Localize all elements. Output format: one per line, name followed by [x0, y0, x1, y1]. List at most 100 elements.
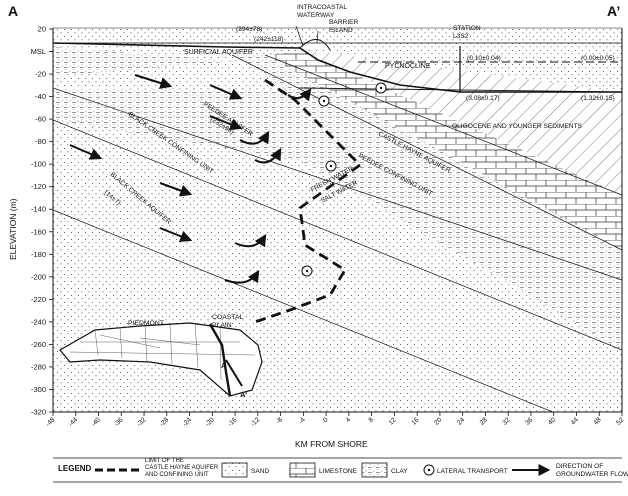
freshwater-saltwater-interface — [254, 78, 363, 324]
groundwater-flow-arrow-icon — [254, 147, 282, 164]
county-grid — [69, 322, 256, 381]
x-tick-label: 32 — [501, 416, 511, 426]
x-tick-label: 28 — [479, 416, 489, 426]
section-label-a-prime: A’ — [607, 3, 620, 19]
y-tick-label: -140 — [31, 205, 46, 214]
y-tick-label: -220 — [31, 295, 46, 304]
groundwater-flow-arrow-icon — [134, 74, 173, 89]
y-tick-label: -240 — [31, 317, 46, 326]
x-tick-label: 12 — [388, 416, 398, 426]
limit-label-line: LIMIT OF THE — [145, 458, 184, 464]
groundwater-flow-arrow-icon — [159, 227, 193, 243]
legend-clay: CLAY — [391, 468, 408, 475]
x-tick-label: 20 — [433, 416, 443, 426]
inset-label-a: A — [221, 361, 227, 370]
legend-lateral: LATERAL TRANSPORT — [437, 468, 508, 475]
legend-title: LEGEND — [58, 464, 92, 473]
groundwater-flow-arrow-icon — [209, 84, 243, 100]
limit-label-line: AND CONFINING UNIT — [145, 472, 209, 478]
top-clay — [53, 47, 250, 76]
intracoastal-label-line: INTRACOASTAL — [297, 4, 347, 11]
y-tick-label: -260 — [31, 340, 46, 349]
groundwater-flow-arrow-icon — [239, 130, 270, 145]
x-tick-label: -4 — [298, 416, 307, 425]
x-tick-label: -48 — [45, 416, 57, 428]
section-label-a: A — [8, 3, 18, 19]
lateral-transport-icon — [301, 265, 313, 277]
castle-hayne-aquifer — [265, 52, 622, 250]
coastal-label-line: PLAIN — [212, 322, 232, 329]
x-tick-label: -36 — [113, 416, 125, 428]
groundwater-flow-arrow-icon — [159, 182, 193, 197]
direction-label-line: GROUNDWATER FLOW — [556, 471, 628, 478]
y-tick-label: -200 — [31, 272, 46, 281]
x-tick-label: -24 — [181, 416, 193, 428]
axes: 20MSL-20-40-60-80-100-120-140-160-180-20… — [31, 25, 626, 450]
y-tick-label: -60 — [35, 115, 46, 124]
y-tick-label: -280 — [31, 362, 46, 371]
groundwater-flow-arrow-icon — [209, 115, 243, 131]
station-label-line: STATION — [453, 25, 481, 32]
intracoastal-label-line: WATERWAY — [297, 12, 335, 19]
geologic-layers — [53, 28, 622, 412]
fall-line — [208, 323, 232, 397]
clay-swatch — [361, 462, 388, 478]
x-tick-label: 52 — [615, 416, 625, 426]
x-tick-label: 40 — [547, 416, 557, 426]
limit-label-line: CASTLE HAYNE AQUIFER — [145, 465, 219, 471]
x-axis-title: KM FROM SHORE — [295, 439, 368, 449]
x-tick-label: 8 — [368, 416, 376, 424]
lateral-transport-icon — [325, 160, 337, 172]
x-tick-label: 24 — [456, 416, 466, 426]
value-242: (242±118) — [254, 36, 284, 43]
lateral-transport-icon — [375, 82, 387, 94]
y-tick-label: -300 — [31, 385, 46, 394]
x-tick-label: -44 — [67, 416, 79, 428]
y-ticks: 20MSL-20-40-60-80-100-120-140-160-180-20… — [31, 25, 53, 417]
x-tick-label: -16 — [227, 416, 239, 428]
x-tick-label: -12 — [250, 416, 262, 428]
y-tick-label: MSL — [31, 47, 46, 56]
y-tick-label: -100 — [31, 160, 46, 169]
x-tick-label: 16 — [410, 416, 420, 426]
x-tick-label: 4 — [345, 416, 353, 424]
y-tick-label: -120 — [31, 182, 46, 191]
lateral-transport-icon — [318, 95, 330, 107]
y-tick-label: 20 — [38, 25, 46, 34]
flow-arrows — [69, 74, 312, 284]
y-tick-label: -20 — [35, 70, 46, 79]
state-outline — [59, 322, 263, 397]
inset-label-a-prime: A’ — [240, 390, 247, 399]
direction-label-line: DIRECTION OF — [556, 463, 603, 470]
value-010: (0.10±0.04) — [467, 55, 501, 62]
x-tick-label: 36 — [524, 416, 534, 426]
lateral-transport-icon — [423, 464, 435, 476]
legend-limestone: LIMESTONE — [319, 468, 358, 475]
surficial-label: SURFICIAL AQUIFER — [184, 49, 253, 56]
groundwater-flow-arrow-icon — [234, 233, 267, 248]
y-tick-label: -320 — [31, 408, 46, 417]
station-label-line: L3S2 — [453, 33, 469, 40]
limestone-swatch — [289, 462, 316, 478]
value-394: (394±78) — [236, 26, 262, 33]
pycnocline-label: PYCNOCLINE — [385, 63, 431, 70]
y-tick-label: -80 — [35, 137, 46, 146]
x-tick-label: 44 — [570, 416, 580, 426]
x-tick-label: -32 — [136, 416, 148, 428]
x-tick-label: -40 — [90, 416, 102, 428]
value-132: (1.32±0.15) — [581, 95, 615, 102]
piedmont-label: PIEDMONT — [128, 320, 164, 327]
barrier-label-line: ISLAND — [329, 27, 353, 34]
legend-sand: SAND — [251, 468, 270, 475]
y-tick-label: -40 — [35, 92, 46, 101]
peedee-confining-unit — [232, 55, 622, 290]
x-tick-label: -20 — [204, 416, 216, 428]
